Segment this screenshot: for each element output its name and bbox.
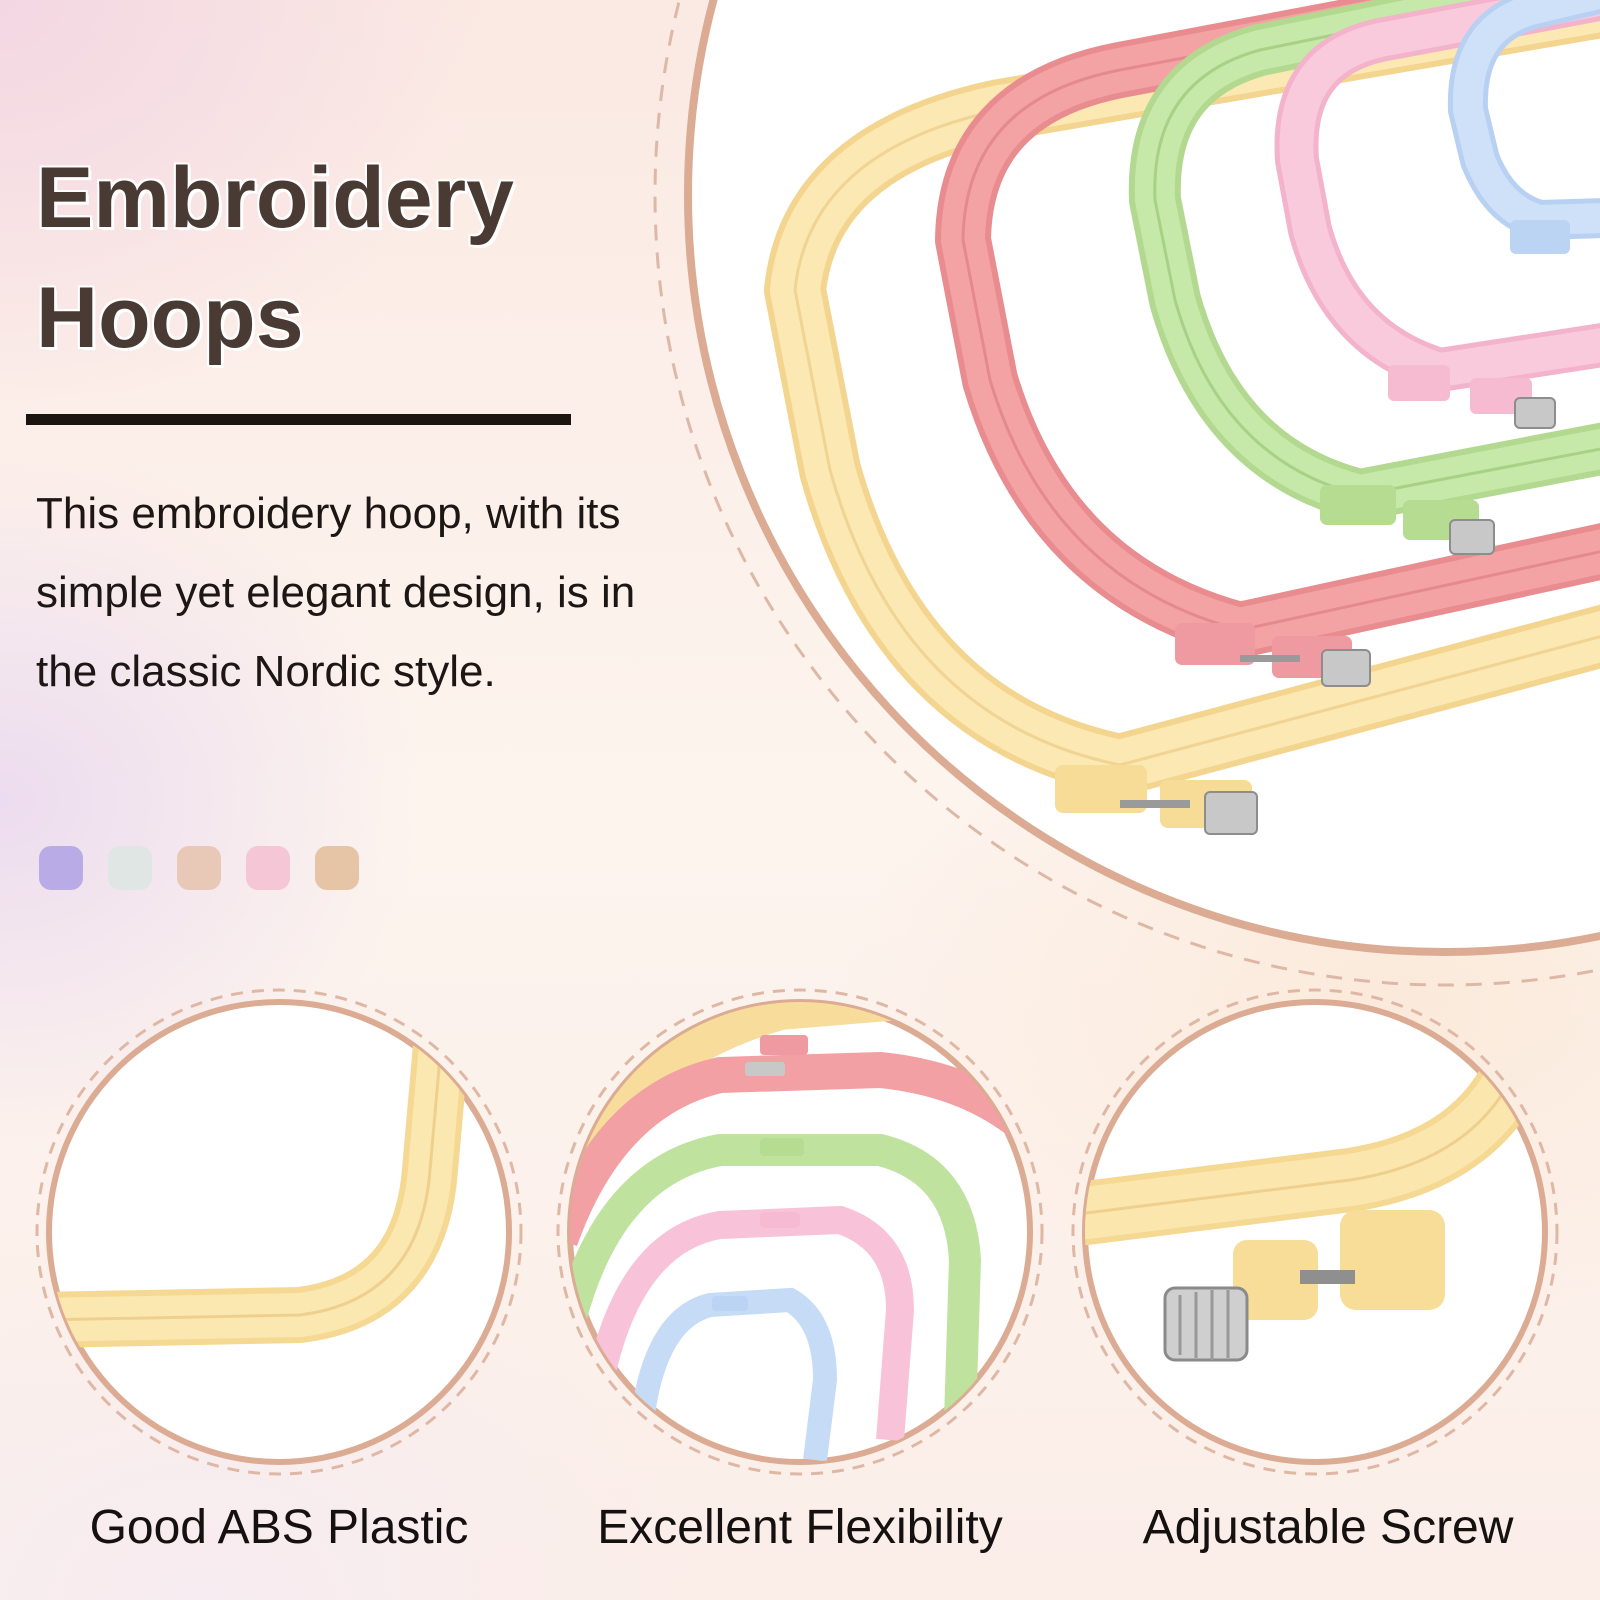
color-swatch-2	[108, 846, 152, 890]
feature-caption-flexibility: Excellent Flexibility	[597, 1501, 1003, 1554]
page-title: Embroidery Hoops	[36, 138, 514, 378]
feature-photo-adjustable-screw	[1071, 988, 1559, 1476]
color-swatch-1	[39, 846, 83, 890]
feature-caption-adjustable-screw: Adjustable Screw	[1142, 1501, 1514, 1554]
title-line-2: Hoops	[36, 270, 304, 366]
color-swatch-3	[177, 846, 221, 890]
color-swatches	[39, 846, 359, 890]
feature-caption-abs-plastic: Good ABS Plastic	[89, 1501, 469, 1554]
title-line-1: Embroidery	[36, 150, 514, 246]
feature-photo-flexibility	[556, 988, 1044, 1476]
feature-photo-abs-plastic	[35, 988, 523, 1476]
product-description: This embroidery hoop, with its simple ye…	[36, 489, 636, 696]
title-divider	[26, 414, 571, 425]
color-swatch-5	[315, 846, 359, 890]
color-swatch-4	[246, 846, 290, 890]
